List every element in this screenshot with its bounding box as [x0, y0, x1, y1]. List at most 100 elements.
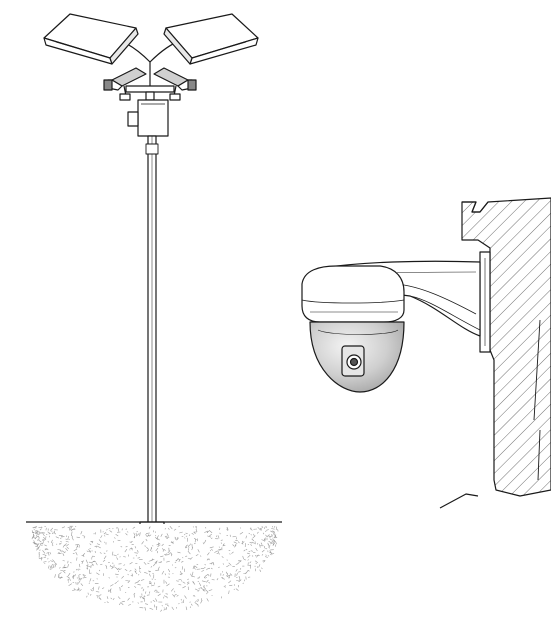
speckle-mark	[206, 558, 209, 561]
speckle-mark	[59, 566, 61, 569]
speckle-mark	[270, 553, 272, 556]
speckle-mark	[106, 596, 109, 599]
speckle-mark	[235, 588, 239, 591]
speckle-mark	[221, 596, 223, 599]
speckle-mark	[261, 549, 265, 553]
speckle-mark	[208, 574, 210, 577]
speckle-mark	[156, 535, 159, 539]
speckle-mark	[154, 560, 158, 564]
speckle-mark	[137, 584, 141, 586]
speckle-mark	[228, 562, 232, 566]
speckle-mark	[168, 527, 170, 530]
speckle-mark	[265, 556, 268, 558]
speckle-mark	[35, 531, 37, 533]
speckle-mark	[236, 572, 238, 576]
speckle-mark	[256, 554, 259, 558]
speckle-mark	[211, 548, 213, 551]
speckle-mark	[101, 587, 105, 590]
speckle-mark	[42, 550, 46, 554]
speckle-mark	[194, 538, 196, 543]
speckle-mark	[259, 527, 262, 531]
speckle-mark	[178, 603, 180, 605]
speckle-mark	[52, 542, 54, 544]
speckle-mark	[160, 609, 163, 612]
speckle-mark	[134, 552, 138, 554]
speckle-mark	[200, 555, 202, 557]
speckle-mark	[209, 562, 214, 565]
speckle-mark	[229, 584, 233, 586]
speckle-mark	[166, 604, 170, 607]
speckle-mark	[43, 536, 47, 541]
speckle-mark	[73, 548, 78, 552]
speckle-mark	[137, 574, 140, 576]
speckle-mark	[181, 557, 184, 559]
speckle-mark	[32, 526, 37, 529]
speckle-mark	[92, 555, 95, 557]
speckle-mark	[251, 541, 255, 544]
speckle-mark	[36, 546, 39, 550]
speckle-mark	[72, 589, 75, 591]
speckle-mark	[76, 544, 78, 549]
speckle-mark	[72, 576, 75, 580]
speckle-mark	[163, 549, 166, 551]
speckle-mark	[109, 588, 112, 592]
speckle-mark	[273, 526, 276, 528]
speckle-mark	[176, 594, 179, 597]
speckle-mark	[157, 585, 161, 588]
speckle-mark	[261, 525, 264, 529]
speckle-mark	[49, 568, 53, 570]
speckle-mark	[53, 564, 55, 568]
speckle-mark	[80, 583, 84, 587]
speckle-mark	[125, 591, 127, 594]
speckle-mark	[114, 566, 119, 571]
speckle-mark	[32, 531, 35, 534]
speckle-mark	[60, 549, 62, 553]
speckle-mark	[115, 573, 119, 575]
speckle-mark	[143, 561, 147, 565]
speckle-mark	[266, 534, 270, 538]
speckle-mark	[180, 580, 183, 582]
speckle-mark	[91, 540, 94, 543]
speckle-mark	[86, 565, 88, 570]
speckle-mark	[140, 571, 142, 573]
speckle-mark	[100, 535, 103, 539]
speckle-mark	[60, 576, 63, 578]
speckle-mark	[185, 606, 188, 611]
speckle-mark	[256, 531, 259, 534]
speckle-mark	[157, 566, 160, 570]
speckle-mark	[201, 587, 205, 591]
speckle-mark	[103, 535, 106, 537]
speckle-mark	[127, 597, 130, 601]
speckle-mark	[270, 542, 273, 545]
speckle-mark	[193, 595, 196, 597]
speckle-mark	[250, 550, 253, 552]
speckle-mark	[189, 601, 191, 603]
speckle-mark	[180, 573, 183, 575]
speckle-mark	[218, 553, 221, 555]
speckle-mark	[34, 535, 39, 539]
speckle-mark	[140, 596, 145, 600]
speckle-mark	[75, 544, 80, 546]
speckle-mark	[125, 533, 128, 536]
speckle-mark	[191, 547, 194, 551]
speckle-mark	[117, 527, 120, 532]
speckle-mark	[41, 544, 43, 547]
speckle-mark	[191, 603, 193, 606]
speckle-mark	[273, 531, 275, 535]
speckle-mark	[176, 580, 179, 582]
speckle-mark	[238, 579, 242, 583]
speckle-mark	[37, 539, 39, 541]
speckle-mark	[272, 542, 276, 546]
speckle-mark	[65, 540, 69, 543]
speckle-mark	[197, 549, 200, 553]
speckle-mark	[193, 543, 196, 545]
speckle-mark	[245, 570, 249, 574]
speckle-mark	[195, 526, 197, 529]
speckle-mark	[166, 583, 170, 587]
speckle-mark	[51, 544, 54, 547]
speckle-mark	[219, 532, 221, 535]
speckle-mark	[197, 580, 199, 583]
speckle-mark	[273, 536, 277, 539]
speckle-mark	[80, 530, 83, 535]
speckle-mark	[125, 580, 129, 582]
